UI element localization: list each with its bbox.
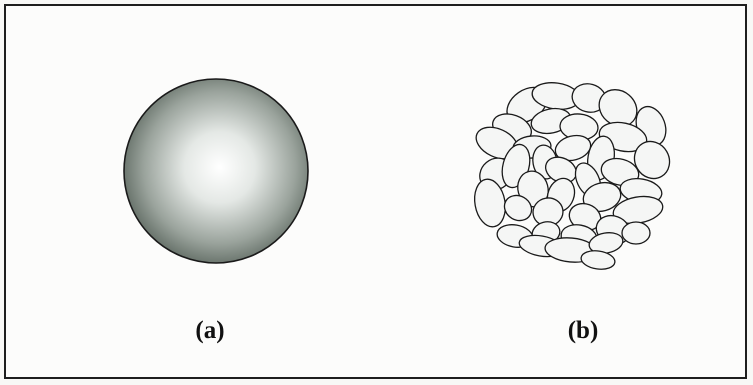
panel-a-graphic [123,78,309,264]
grain [580,250,616,270]
panel-label-a: (a) [195,317,225,344]
grain [621,221,651,245]
grain [600,157,640,187]
grain-cluster [474,82,671,270]
grain [503,194,533,222]
grain [598,89,638,127]
panel-label-b: (b) [567,317,599,344]
grain [474,178,506,228]
smooth-sphere [123,78,309,264]
grain [554,134,592,162]
